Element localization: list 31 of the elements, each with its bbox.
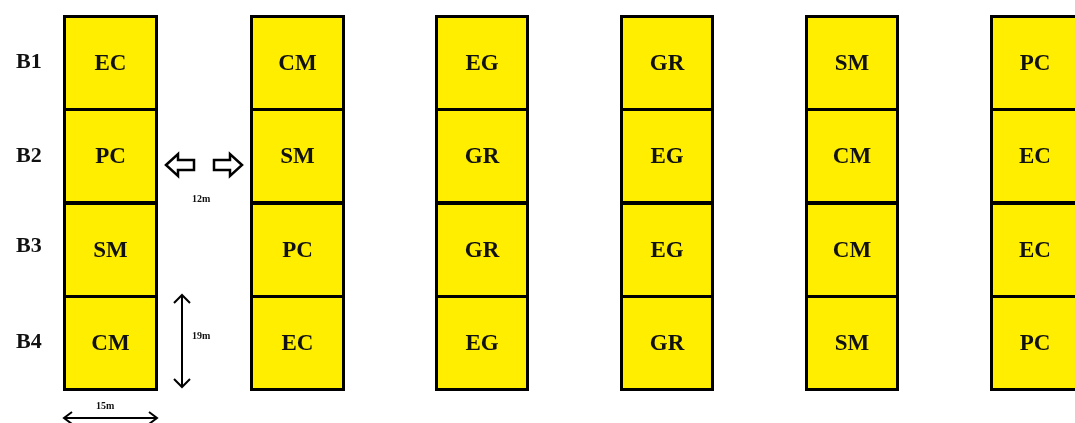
plot-box: GR <box>620 295 714 391</box>
plot-box: PC <box>63 108 158 204</box>
plot-box: SM <box>805 295 899 391</box>
plot-box: SM <box>805 15 899 111</box>
dimension-label: 12m <box>192 193 211 204</box>
plot-box: EG <box>435 15 529 111</box>
row-label: B4 <box>16 328 42 354</box>
dimension-label: 19m <box>192 330 211 341</box>
plot-box: SM <box>63 202 158 298</box>
plot-box: CM <box>63 295 158 391</box>
row-label: B2 <box>16 142 42 168</box>
plot-box: CM <box>250 15 345 111</box>
plot-box: PC <box>250 202 345 298</box>
plot-box: GR <box>435 108 529 204</box>
row-label: B1 <box>16 48 42 74</box>
plot-box: EC <box>250 295 345 391</box>
plot-box: EG <box>435 295 529 391</box>
plot-box: GR <box>435 202 529 298</box>
plot-box: CM <box>805 202 899 298</box>
plot-box: GR <box>620 15 714 111</box>
plot-box: PC <box>990 15 1075 111</box>
plot-box: EG <box>620 202 714 298</box>
row-label: B3 <box>16 232 42 258</box>
plot-box: CM <box>805 108 899 204</box>
plot-box: EG <box>620 108 714 204</box>
plot-box: SM <box>250 108 345 204</box>
plot-box: EC <box>990 202 1075 298</box>
plot-box: PC <box>990 295 1075 391</box>
plot-box: EC <box>990 108 1075 204</box>
dimension-label: 15m <box>96 400 115 411</box>
plot-box: EC <box>63 15 158 111</box>
